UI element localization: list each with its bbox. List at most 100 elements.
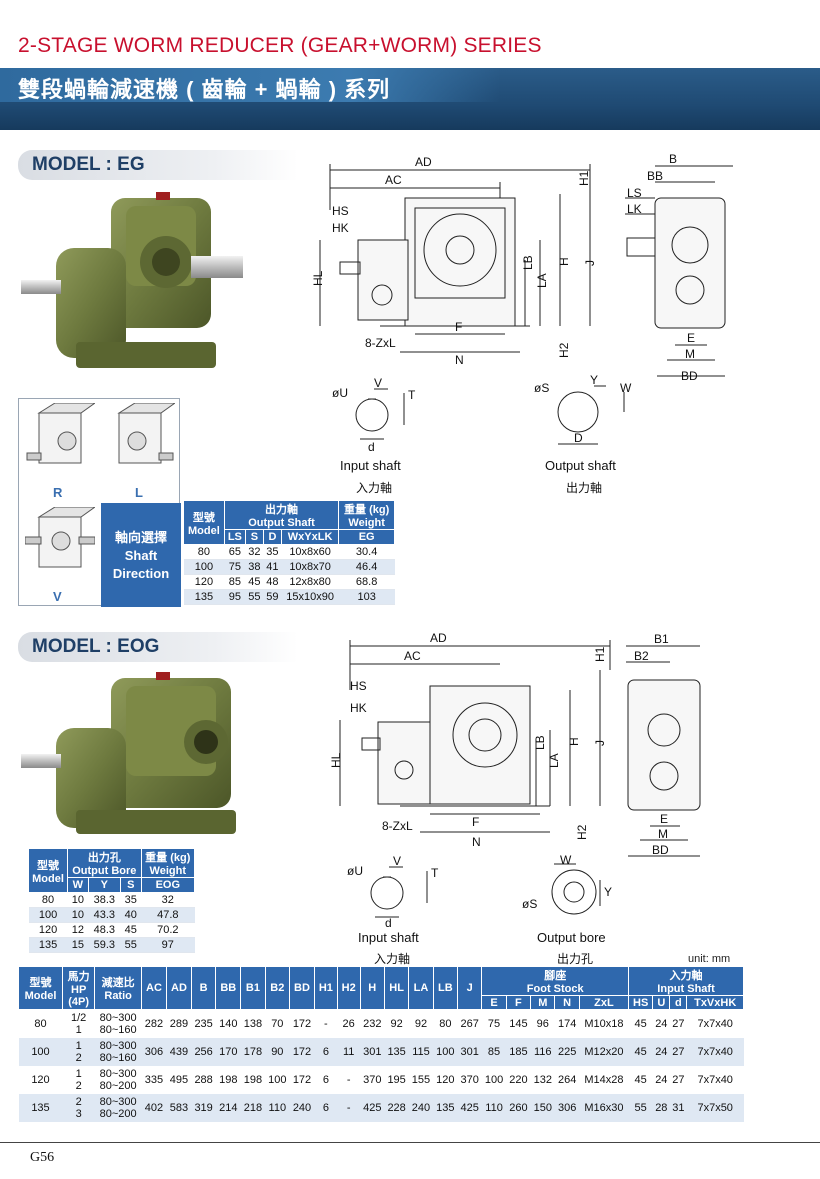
eg-dim-n: N [455,353,464,367]
direction-l-icon [117,403,175,464]
shaft-direction-en2: Direction [112,566,170,581]
shaft-direction-caption: 軸向選擇 Shaft Direction [101,503,181,607]
th-h: H [359,966,385,1010]
th-lb: LB [432,966,459,1010]
eog-output-bore-label-zh: 出力孔 [557,952,594,966]
eog-dim-m: M [658,827,668,841]
eog-out-dim-y: Y [604,885,612,899]
model-eg-tab: MODEL : EG [18,150,298,180]
eog-th-weight: 重量 (kg)Weight [140,848,196,878]
eog-dim-f: F [472,815,479,829]
th-hl: HL [383,966,410,1010]
eg-output-shaft-drawing: øS Y W D [534,373,632,445]
eog-dim-hs: HS [350,679,367,693]
model-eg-title: MODEL : EG [32,154,145,175]
eg-dim-lk: LK [627,202,642,216]
eog-input-shaft-label-zh: 入力軸 [374,952,411,966]
th-ac: AC [140,966,167,1010]
model-eog-front-drawing: AD AC H1 HS HK HL LB LA H J F N H2 8-ZxL [329,631,611,849]
th-h2: H2 [336,966,361,1010]
eg-dim-ls: LS [627,186,642,200]
eg-dim-ac: AC [385,173,402,187]
eg-dim-h1: H1 [577,170,591,186]
th-zxl: ZxL [578,995,630,1010]
eog-dim-h1: H1 [593,646,607,662]
eg-th-s: S [244,529,264,545]
eog-in-dim-t: T [431,866,439,880]
th-bd: BD [289,966,315,1010]
eg-dim-f: F [455,320,462,334]
eog-dim-h2: H2 [575,824,589,840]
eog-dim-lb: LB [533,735,547,750]
shaft-direction-en1: Shaft [124,548,158,563]
eog-out-dim-w: W [560,853,572,867]
eg-dim-bd: BD [681,369,698,383]
eg-dim-b: B [669,152,677,166]
eog-output-bore-label: Output bore [537,930,606,945]
eog-th-eog: EOG [140,877,196,893]
eog-dim-ac: AC [404,649,421,663]
eg-out-dim-y: Y [590,373,598,387]
eog-input-shaft-label: Input shaft [358,930,419,945]
eog-dim-h: H [567,737,581,746]
direction-l-label: L [135,485,143,500]
eg-th-d: D [262,529,282,545]
eog-output-bore-drawing: øS W Y [522,853,612,915]
header-band-highlight [0,68,500,102]
shaft-direction-box: R L V 軸向選擇 Shaft Direction [18,398,181,607]
eg-dim-hk: HK [332,221,349,235]
header-area [0,0,820,72]
th-u: U [652,995,671,1010]
eog-th-w: W [67,877,89,893]
model-eog-title: MODEL : EOG [32,636,160,657]
eg-out-dim-s: øS [534,381,549,395]
footer-divider [0,1142,820,1143]
eg-dim-h2: H2 [557,342,571,358]
th-txvxhk: TxVxHK [686,995,744,1010]
eg-input-shaft-label: Input shaft [340,458,401,473]
eg-th-wxyxlk: WxYxLK [280,529,340,545]
th-ad: AD [165,966,192,1010]
th-f: F [505,995,532,1010]
direction-v-icon [25,507,95,568]
eog-in-dim-v: V [393,855,401,868]
model-eog-side-drawing: B1 B2 E M BD [626,632,701,857]
eog-dim-b2: B2 [634,649,649,663]
eg-dim-j: J [583,260,597,266]
eog-dim-j: J [593,740,607,746]
eg-dim-e: E [687,331,695,345]
direction-v-label: V [53,589,62,604]
model-eog-tab: MODEL : EOG [18,632,298,662]
th-e: E [481,995,507,1010]
eg-dim-zxl: 8-ZxL [365,336,396,350]
eog-dim-zxl: 8-ZxL [382,819,413,833]
eog-dim-bd: BD [652,843,669,857]
eg-dim-ad: AD [415,155,432,169]
eog-in-dim-u: øU [347,864,363,878]
eog-input-shaft-drawing: øU V T d [347,855,439,930]
eg-out-dim-d: D [574,431,583,445]
model-eg-side-drawing: B BB LS LK E M BD [625,152,733,383]
eg-dim-hl: HL [311,270,325,286]
eg-dim-la: LA [535,273,549,288]
eg-input-shaft-label-zh: 入力軸 [356,481,393,495]
eg-th-ls: LS [223,529,246,545]
eog-dim-b1: B1 [654,632,669,646]
th-h1: H1 [313,966,338,1010]
eg-dim-bb: BB [647,169,663,183]
